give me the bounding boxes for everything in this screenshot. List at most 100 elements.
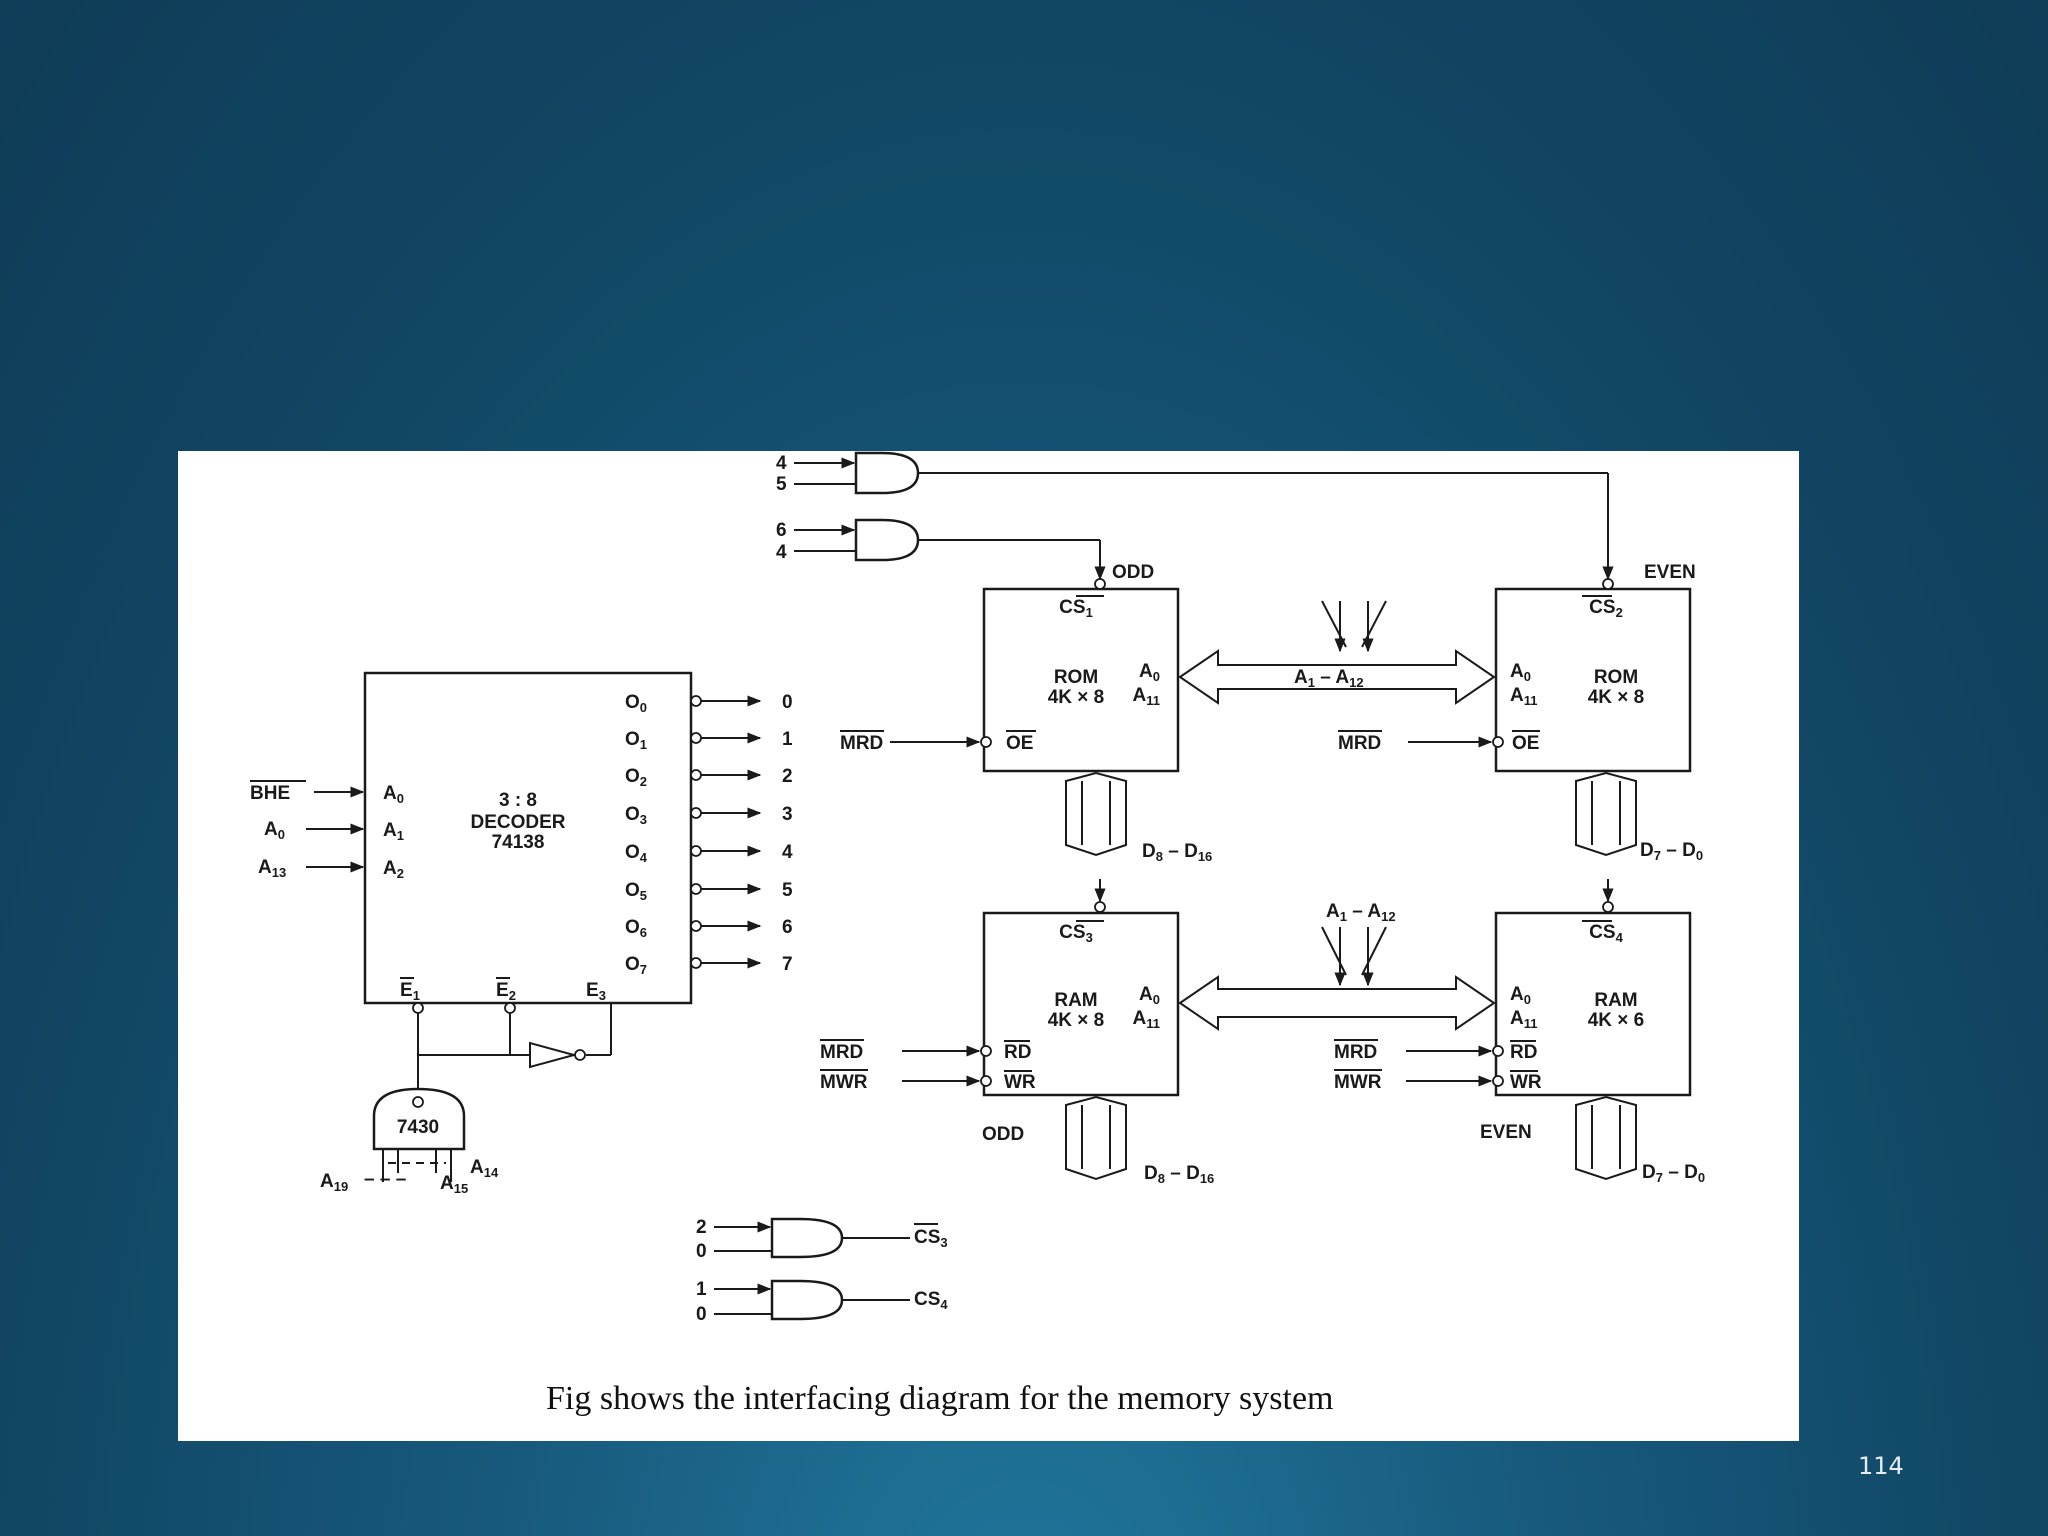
figure-caption: Fig shows the interfacing diagram for th…: [546, 1380, 1334, 1417]
svg-text:CS3: CS3: [1059, 922, 1093, 945]
svg-text:CS2: CS2: [1589, 597, 1623, 620]
enable-e2: E2: [496, 980, 516, 1003]
svg-text:O3: O3: [625, 804, 647, 827]
decoder-pin-a0: A0: [383, 783, 404, 806]
gate-bottom-1-out: CS3: [914, 1227, 948, 1250]
svg-text:A0: A0: [1139, 661, 1160, 684]
svg-text:A11: A11: [1510, 1008, 1537, 1031]
decoder-output-1: O1 1: [625, 729, 793, 752]
rom-odd: ODD CS1 ROM 4K × 8 A0 A11 OE MRD: [840, 562, 1180, 773]
enable-e3: E3: [586, 980, 606, 1003]
a13-label: A13: [258, 857, 286, 880]
svg-text:A0: A0: [1139, 984, 1160, 1007]
decoder-input-bhe: BHE A0: [250, 780, 404, 806]
decoder-output-5: O5 5: [625, 880, 793, 903]
gate-top-1: 4 5: [776, 451, 1614, 581]
svg-text:O7: O7: [625, 954, 647, 977]
svg-text:1: 1: [696, 1279, 707, 1300]
svg-text:0: 0: [696, 1241, 707, 1262]
svg-text:A0: A0: [1510, 661, 1531, 684]
svg-text:MRD: MRD: [820, 1042, 863, 1063]
svg-text:MRD: MRD: [840, 733, 883, 754]
svg-text:MRD: MRD: [1338, 733, 1381, 754]
svg-text:A11: A11: [1133, 1008, 1160, 1031]
svg-text:RAM: RAM: [1594, 990, 1637, 1011]
nand-dashes: – – –: [364, 1169, 406, 1190]
svg-text:WR: WR: [1004, 1072, 1036, 1093]
svg-text:EVEN: EVEN: [1480, 1122, 1532, 1143]
decoder-output-2: O2 2: [625, 766, 793, 789]
svg-text:MRD: MRD: [1334, 1042, 1377, 1063]
decoder-input-a0: A0 A1: [264, 819, 404, 843]
svg-text:4K × 6: 4K × 6: [1588, 1010, 1645, 1031]
decoder-output-4: O4 4: [625, 842, 793, 865]
gate-bottom-1: 2 0 CS3: [696, 1217, 948, 1262]
svg-text:4K × 8: 4K × 8: [1048, 687, 1105, 708]
nand-in-a15: A15: [440, 1173, 468, 1196]
svg-text:CS4: CS4: [1589, 922, 1623, 945]
decoder-ratio: 3 : 8: [499, 790, 537, 811]
svg-text:EVEN: EVEN: [1644, 562, 1696, 583]
svg-text:2: 2: [782, 766, 793, 787]
svg-text:4: 4: [776, 542, 787, 563]
svg-text:O0: O0: [625, 692, 647, 715]
nand-part: 7430: [397, 1117, 439, 1138]
svg-text:5: 5: [782, 880, 793, 901]
decoder-enables: E1 E2 E3: [400, 977, 612, 1099]
decoder-input-a13: A13 A2: [258, 857, 404, 881]
svg-text:5: 5: [776, 474, 787, 495]
nand-7430: 7430 A19 – – – A15 A14: [320, 1087, 499, 1196]
svg-text:7: 7: [782, 954, 793, 975]
data-bus-rom-even: D7 – D0: [1575, 771, 1703, 863]
svg-text:A1 – A12: A1 – A12: [1326, 901, 1396, 924]
decoder-part: 74138: [492, 832, 545, 853]
svg-text:O6: O6: [625, 917, 647, 940]
svg-text:0: 0: [696, 1304, 707, 1325]
svg-text:D7 – D0: D7 – D0: [1642, 1162, 1705, 1185]
svg-text:MWR: MWR: [1334, 1072, 1382, 1093]
ram-even: CS4 A0 A11 RAM 4K × 6 RD WR MRD MWR EVEN: [1334, 879, 1692, 1143]
svg-text:O4: O4: [625, 842, 648, 865]
svg-text:CS1: CS1: [1059, 597, 1093, 620]
svg-text:2: 2: [696, 1217, 707, 1238]
svg-text:RD: RD: [1510, 1042, 1537, 1063]
svg-text:ROM: ROM: [1594, 667, 1638, 688]
address-bus-rom: A1 – A12: [1178, 600, 1496, 705]
address-bus-ram: A1 – A12: [1178, 901, 1496, 1031]
svg-text:6: 6: [776, 520, 787, 541]
inverter: [529, 1041, 578, 1069]
svg-text:3: 3: [782, 804, 793, 825]
svg-text:OE: OE: [1006, 733, 1033, 754]
nand-in-a19: A19: [320, 1171, 348, 1194]
svg-text:ODD: ODD: [982, 1124, 1024, 1145]
decoder-outputs: O0 0 O1 1 O2 2 O3 3: [625, 692, 793, 977]
interfacing-diagram: 3 : 8 DECODER 74138 BHE A0 A0 A1 A13 A2 …: [250, 451, 1705, 1417]
svg-text:O1: O1: [625, 729, 647, 752]
enable-e1: E1: [400, 980, 420, 1003]
ram-odd: CS3 RAM 4K × 8 A0 A11 RD WR MRD MWR ODD: [820, 879, 1180, 1145]
svg-text:0: 0: [782, 692, 793, 713]
decoder-output-7: O7 7: [625, 954, 793, 977]
decoder-output-3: O3 3: [625, 804, 793, 827]
nand-body: [372, 1087, 466, 1151]
memory-interfacing-figure: 3 : 8 DECODER 74138 BHE A0 A0 A1 A13 A2 …: [178, 451, 1799, 1441]
svg-text:1: 1: [782, 729, 793, 750]
decoder-74138: 3 : 8 DECODER 74138 BHE A0 A0 A1 A13 A2 …: [250, 671, 793, 1099]
svg-text:A11: A11: [1510, 685, 1537, 708]
svg-text:ROM: ROM: [1054, 667, 1098, 688]
svg-text:4: 4: [776, 453, 787, 474]
svg-text:O2: O2: [625, 766, 647, 789]
svg-text:OE: OE: [1512, 733, 1539, 754]
gate-top-2: 6 4: [776, 518, 1106, 581]
data-bus-rom-odd: D8 – D16: [1065, 771, 1212, 864]
svg-text:O5: O5: [625, 880, 647, 903]
decoder-box: [363, 671, 693, 1005]
decoder-output-0: O0 0: [625, 692, 793, 715]
svg-text:D8 – D16: D8 – D16: [1144, 1163, 1214, 1186]
bhe-label: BHE: [250, 783, 290, 804]
nand-in-a14: A14: [470, 1157, 499, 1180]
svg-text:RAM: RAM: [1054, 990, 1097, 1011]
svg-text:WR: WR: [1510, 1072, 1542, 1093]
decoder-pin-a1: A1: [383, 820, 404, 843]
data-bus-ram-odd: D8 – D16: [1065, 1095, 1214, 1186]
